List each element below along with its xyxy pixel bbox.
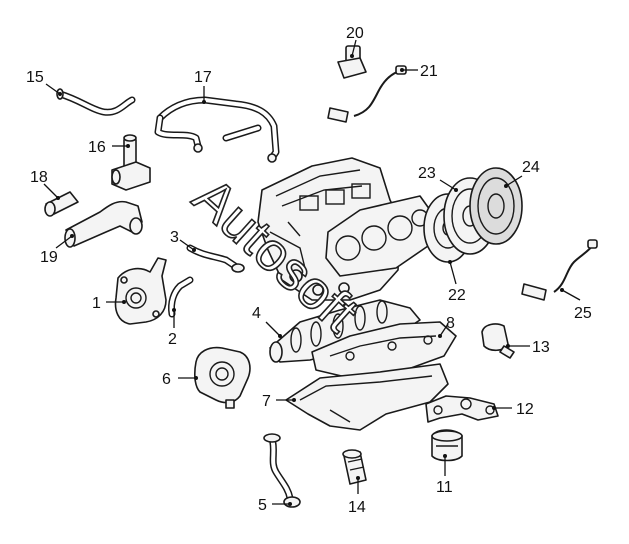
callout-20: 20 (346, 25, 364, 42)
leader-lines (43, 39, 581, 506)
callout-19: 19 (40, 249, 58, 266)
part-20-sensor (337, 45, 367, 79)
callout-2: 2 (168, 331, 177, 348)
part-1-housing (114, 257, 167, 325)
callout-12: 12 (516, 401, 534, 418)
part-18-sleeve (44, 191, 79, 217)
part-5-dipstick (263, 433, 301, 508)
callout-7: 7 (262, 393, 271, 410)
callout-14: 14 (348, 499, 366, 516)
part-4-crankshaft (269, 299, 421, 363)
part-14-oil-filter (342, 449, 367, 485)
part-15-hose (56, 88, 136, 116)
callout-11: 11 (436, 479, 453, 496)
callout-16: 16 (88, 139, 106, 156)
part-8-bed-frame (311, 321, 457, 379)
part-25-sensor-cable (521, 239, 598, 301)
callout-22: 22 (448, 287, 466, 304)
callout-21: 21 (420, 63, 438, 80)
callout-6: 6 (162, 371, 171, 388)
callout-8: 8 (446, 315, 455, 332)
part-13-sensor (481, 323, 515, 359)
part-7-oil-pan (285, 363, 449, 431)
part-24-pressure-plate (469, 167, 523, 245)
callout-labels: 1 2 3 4 5 6 7 8 11 12 13 14 15 16 17 18 … (26, 25, 592, 516)
part-17-pipe (154, 96, 280, 163)
callout-3: 3 (170, 229, 179, 246)
part-12-bracket (425, 395, 499, 423)
callout-4: 4 (252, 305, 261, 322)
part-19-elbow (64, 200, 143, 248)
callout-1: 1 (92, 295, 101, 312)
cylinder-head (325, 195, 431, 277)
callout-25: 25 (574, 305, 592, 322)
callout-5: 5 (258, 497, 267, 514)
callout-17: 17 (194, 69, 212, 86)
callout-24: 24 (522, 159, 540, 176)
callout-18: 18 (30, 169, 48, 186)
callout-23: 23 (418, 165, 436, 182)
part-2-hose (168, 276, 194, 318)
callout-13: 13 (532, 339, 550, 356)
part-21-sensor-cable (327, 65, 407, 123)
callout-15: 15 (26, 69, 44, 86)
part-6-pump (194, 346, 251, 409)
part-11-filter-housing (431, 429, 463, 462)
part-16-connector (111, 134, 151, 191)
